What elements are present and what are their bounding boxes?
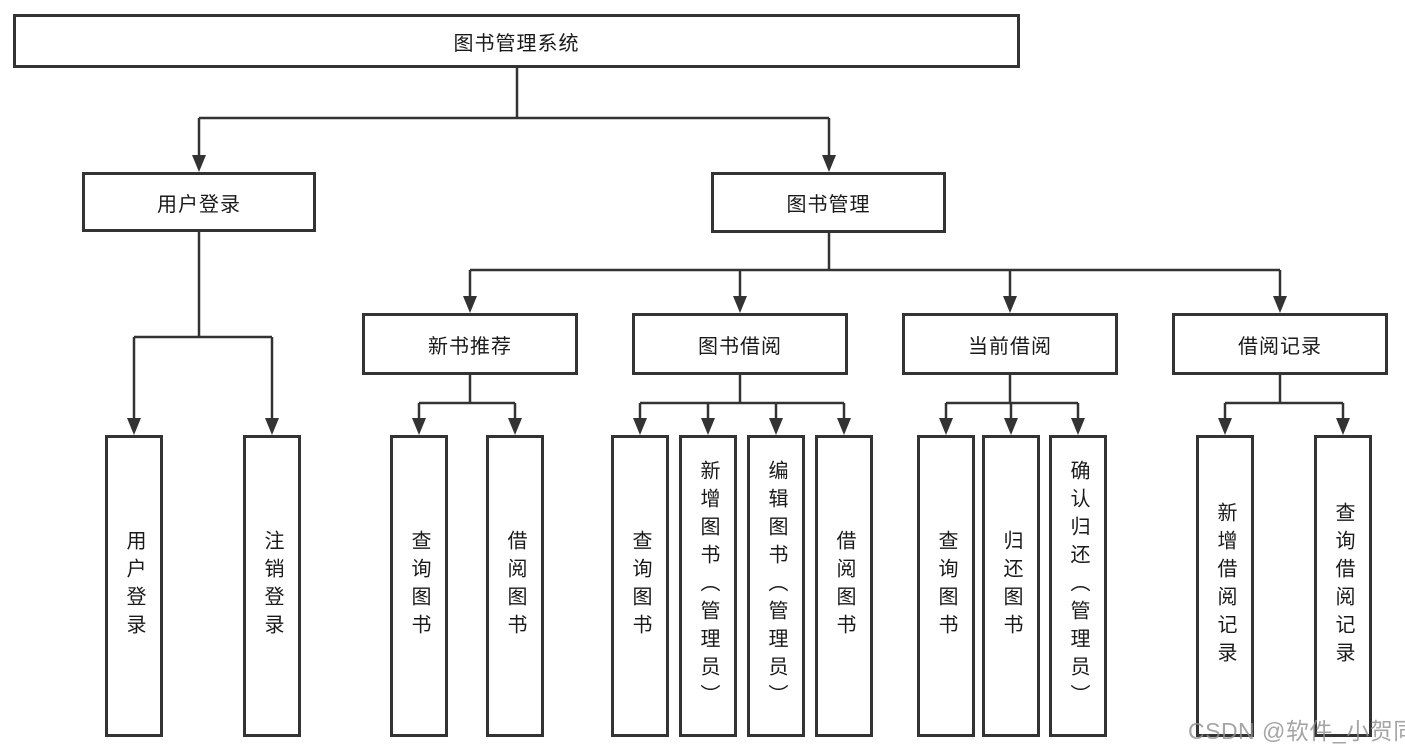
node-user-login-label: 用户登录 <box>157 193 241 216</box>
leaf-borrow-book-1-label: 借阅图书 <box>504 530 526 642</box>
leaf-logout-label: 注销登录 <box>261 530 283 642</box>
leaf-add-borrow-record: 新增借阅记录 <box>1196 435 1254 737</box>
csdn-watermark: CSDN @软件_小贺同学 <box>1188 718 1405 744</box>
leaf-edit-book-admin-label: 编辑图书（管理员） <box>765 460 787 712</box>
leaf-add-borrow-record-label: 新增借阅记录 <box>1214 502 1236 670</box>
leaf-user-login: 用户登录 <box>105 435 163 737</box>
node-book-borrow: 图书借阅 <box>632 313 848 375</box>
leaf-add-book-admin: 新增图书（管理员） <box>679 435 737 737</box>
leaf-borrow-book-2-label: 借阅图书 <box>833 530 855 642</box>
leaf-borrow-book-1: 借阅图书 <box>486 435 544 737</box>
leaf-edit-book-admin: 编辑图书（管理员） <box>747 435 805 737</box>
leaf-borrow-book-2: 借阅图书 <box>815 435 873 737</box>
node-borrow-records: 借阅记录 <box>1172 313 1388 375</box>
arrowhead-icons <box>127 155 1350 435</box>
leaf-query-borrow-record-label: 查询借阅记录 <box>1332 502 1354 670</box>
leaf-query-book-3-label: 查询图书 <box>935 530 957 642</box>
leaf-add-book-admin-label: 新增图书（管理员） <box>697 460 719 712</box>
leaf-query-book-3: 查询图书 <box>917 435 975 737</box>
node-book-borrow-label: 图书借阅 <box>698 335 782 358</box>
leaf-query-book-1-label: 查询图书 <box>408 530 430 642</box>
node-current-borrow: 当前借阅 <box>902 313 1118 375</box>
node-new-book-recommend-label: 新书推荐 <box>428 335 512 358</box>
leaf-logout: 注销登录 <box>243 435 301 737</box>
node-new-book-recommend: 新书推荐 <box>362 313 578 375</box>
leaf-return-book: 归还图书 <box>982 435 1040 737</box>
node-root-label: 图书管理系统 <box>453 32 580 55</box>
node-current-borrow-label: 当前借阅 <box>968 335 1052 358</box>
node-root: 图书管理系统 <box>13 14 1020 68</box>
leaf-query-book-1: 查询图书 <box>390 435 448 737</box>
leaf-confirm-return-admin: 确认归还（管理员） <box>1049 435 1107 737</box>
leaf-confirm-return-admin-label: 确认归还（管理员） <box>1067 460 1089 712</box>
node-borrow-records-label: 借阅记录 <box>1238 335 1322 358</box>
leaf-return-book-label: 归还图书 <box>1000 530 1022 642</box>
leaf-query-borrow-record: 查询借阅记录 <box>1314 435 1372 737</box>
leaf-user-login-label: 用户登录 <box>123 530 145 642</box>
node-book-management-label: 图书管理 <box>786 194 871 216</box>
leaf-query-book-2-label: 查询图书 <box>629 530 651 642</box>
leaf-query-book-2: 查询图书 <box>611 435 669 737</box>
node-book-management-branch: 图书管理 <box>711 172 946 233</box>
node-user-login-branch: 用户登录 <box>82 172 316 232</box>
